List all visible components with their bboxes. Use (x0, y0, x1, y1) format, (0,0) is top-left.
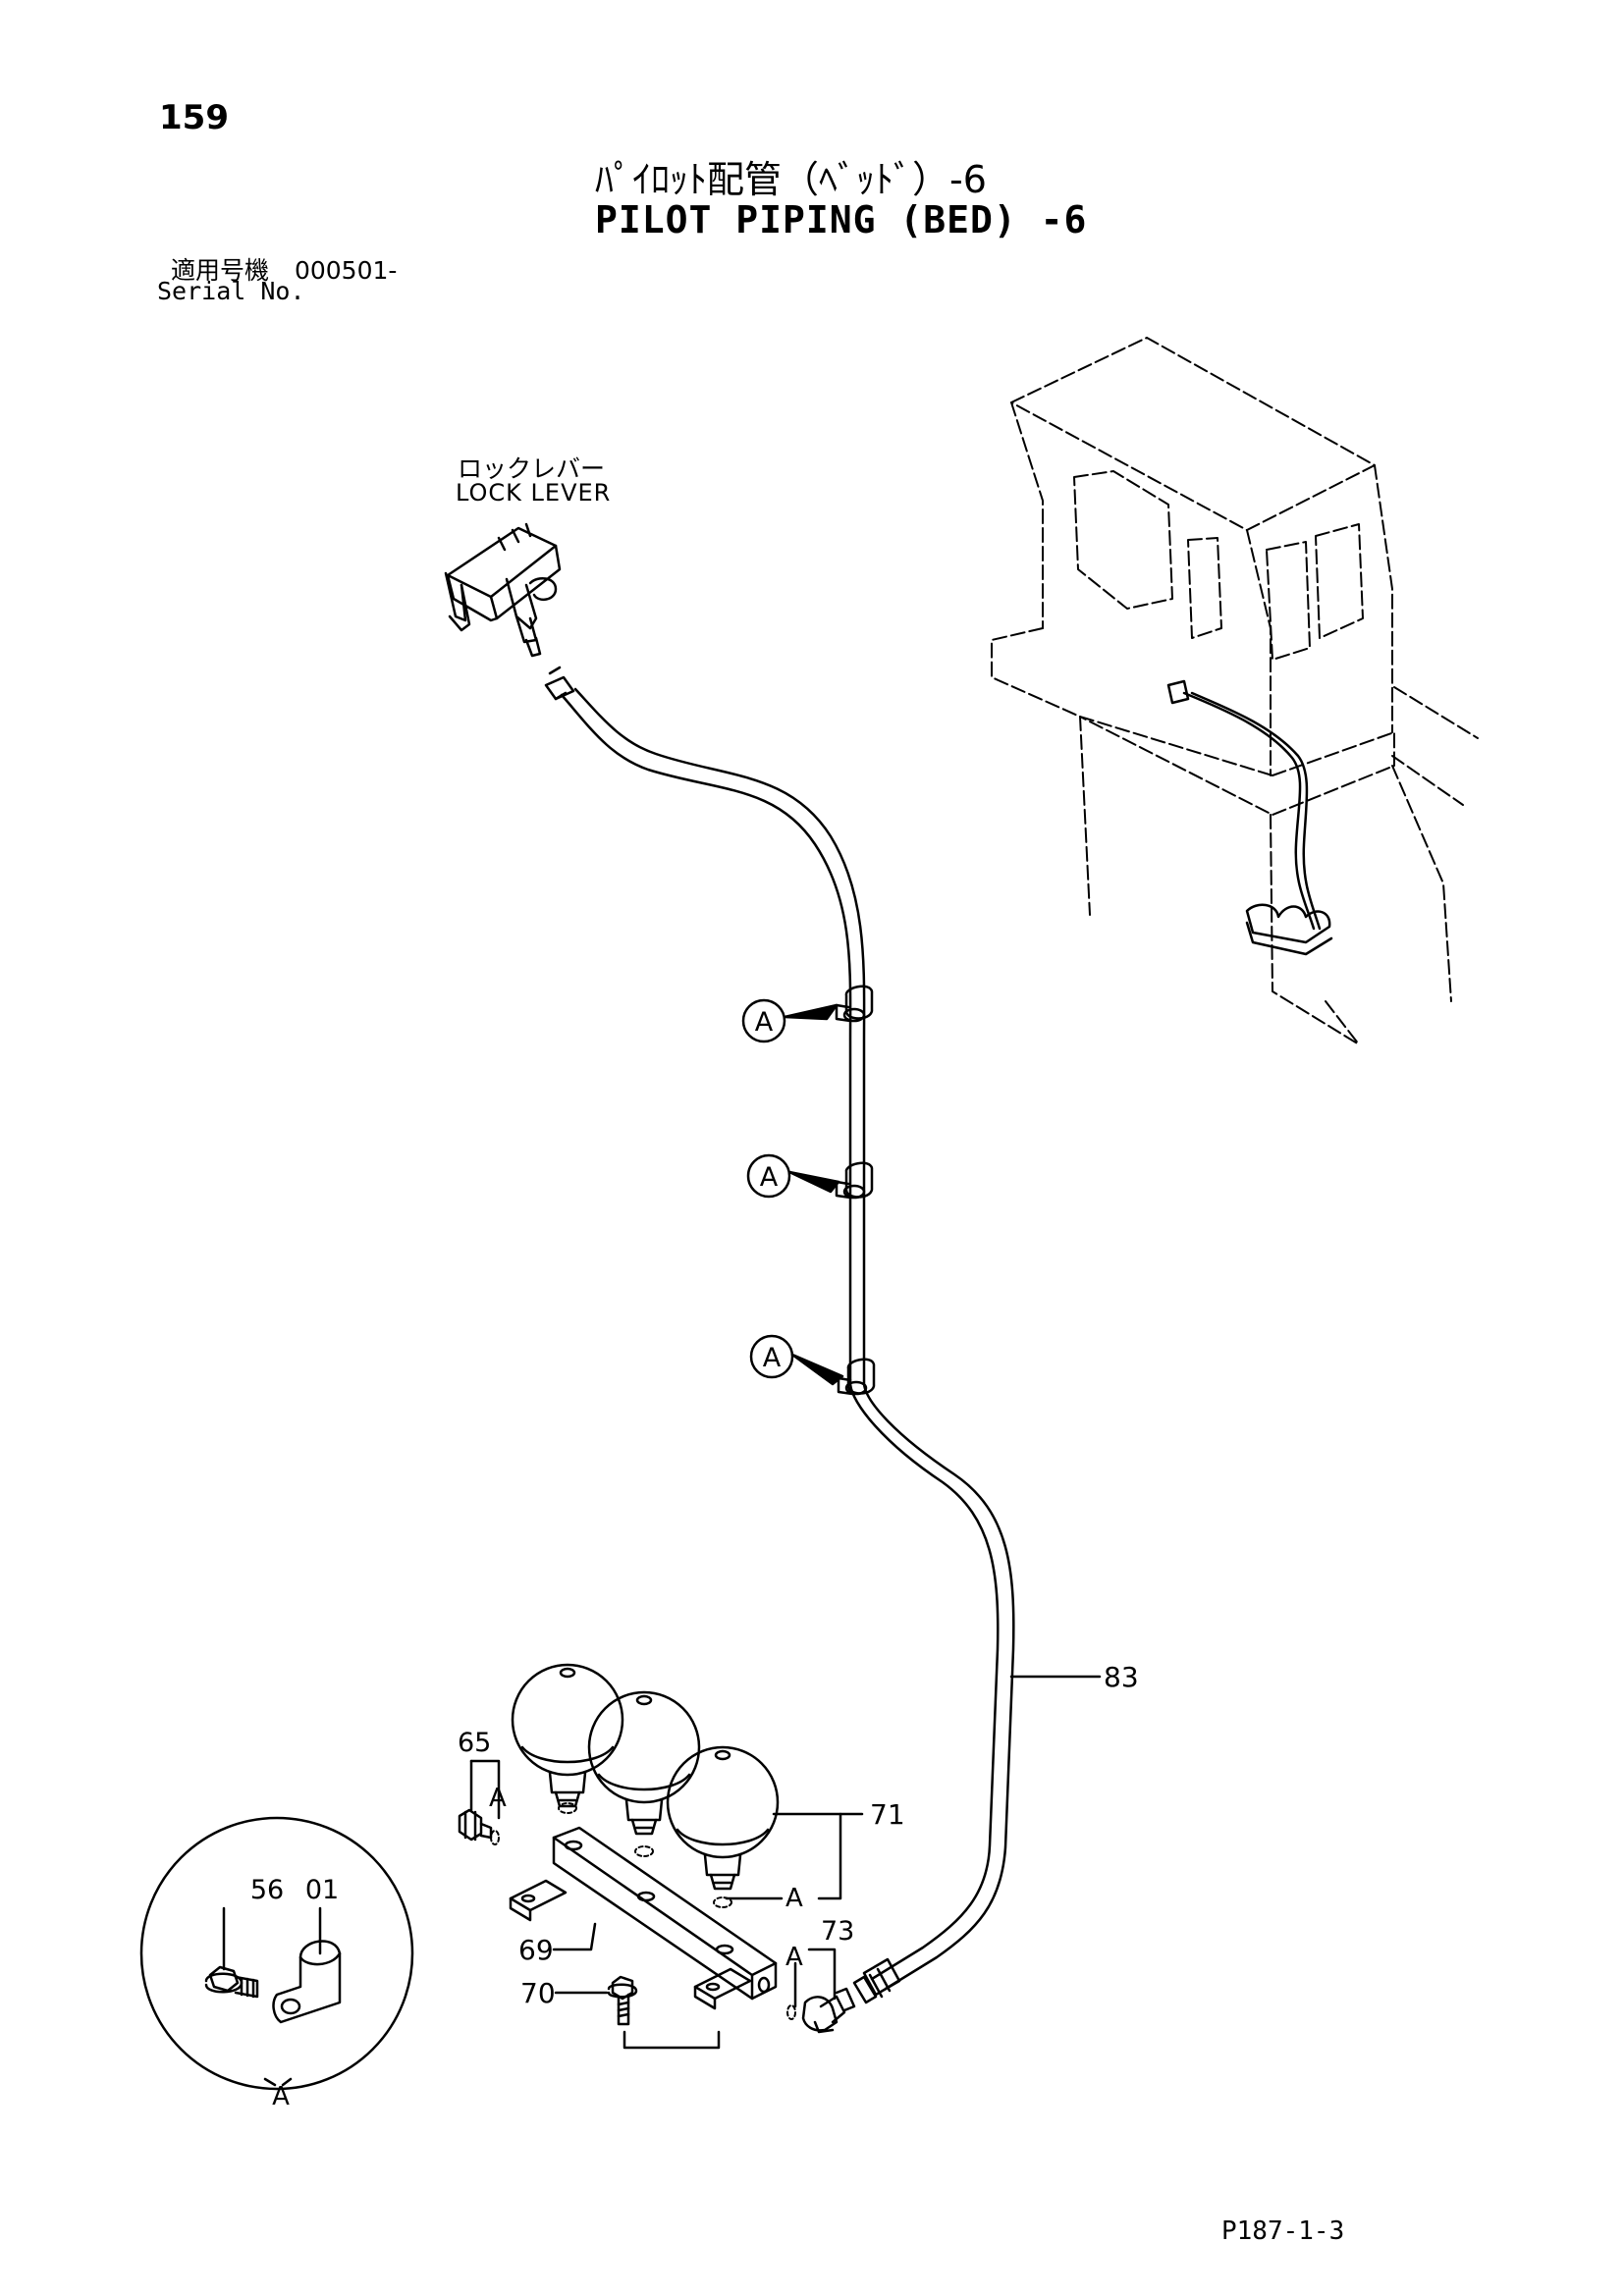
hose-clamp-1 (835, 985, 874, 1023)
elbow-73 (801, 1987, 856, 2034)
callout-70: 70 (520, 1977, 721, 2050)
callout-a-text: A (755, 1007, 774, 1038)
page-title-english: PILOT PIPING (BED) -6 (595, 198, 1088, 241)
bolt-70 (607, 1975, 638, 2026)
machine-cab-illustration (991, 337, 1479, 1045)
callout-65: 65 A (458, 1728, 507, 1820)
part-number-71: 71 (870, 1798, 905, 1831)
part-number-65: 65 (458, 1728, 491, 1758)
detail-a-view: 56 01 A (139, 1816, 414, 2111)
lock-lever-label-jp: ロックレバー (458, 454, 606, 483)
part-number-69: 69 (518, 1934, 554, 1966)
drawing-reference: P187-1-3 (1221, 2216, 1345, 2246)
page-number: 159 (159, 98, 229, 137)
callout-a-clamp-3: A (749, 1334, 844, 1386)
callout-a-clamp-1: A (741, 998, 839, 1043)
part-number-73: 73 (821, 1916, 854, 1947)
page-title-japanese: ﾊﾟｲﾛｯﾄ配管（ﾍﾞｯﾄﾞ）-6 (595, 158, 987, 201)
callout-a-text: A (760, 1162, 779, 1193)
serial-label-english: Serial No. (157, 277, 305, 305)
part-number-83: 83 (1104, 1661, 1139, 1693)
cab-pilot-line-illustration (1166, 679, 1333, 956)
accumulator-71-b (587, 1690, 701, 1836)
callout-69: 69 (518, 1922, 597, 1966)
pilot-hose-83 (544, 666, 1015, 1991)
part-number-56: 56 (250, 1875, 284, 1905)
callout-a-text: A (763, 1343, 782, 1373)
callout-a-letter: A (785, 1943, 803, 1972)
part-number-70: 70 (520, 1977, 556, 2009)
hose-clamp-3 (837, 1358, 876, 1396)
callout-a-letter: A (489, 1784, 507, 1813)
serial-number-japanese: 適用号機 000501- (171, 251, 397, 287)
serial-value: 000501- (294, 256, 398, 285)
lock-lever-illustration (444, 522, 562, 658)
accumulator-71-c (666, 1745, 780, 1891)
o-rings (490, 1802, 796, 2020)
hose-clamp-2 (835, 1161, 874, 1200)
detail-label-a: A (272, 2082, 290, 2111)
hose-end-fitting (852, 1957, 901, 2004)
callout-71: 71 A (725, 1798, 905, 1913)
callout-73: 73 A (785, 1916, 854, 2008)
accumulator-71-a (511, 1663, 624, 1808)
plug-65 (458, 1808, 493, 1842)
lock-lever-label-en: LOCK LEVER (456, 479, 612, 507)
callout-a-letter: A (785, 1884, 803, 1913)
callout-83: 83 (1009, 1661, 1139, 1693)
manifold-block-69 (509, 1826, 778, 2010)
callout-a-clamp-2: A (746, 1153, 840, 1199)
serial-label-jp: 適用号機 (171, 256, 270, 285)
part-number-01: 01 (305, 1875, 339, 1905)
